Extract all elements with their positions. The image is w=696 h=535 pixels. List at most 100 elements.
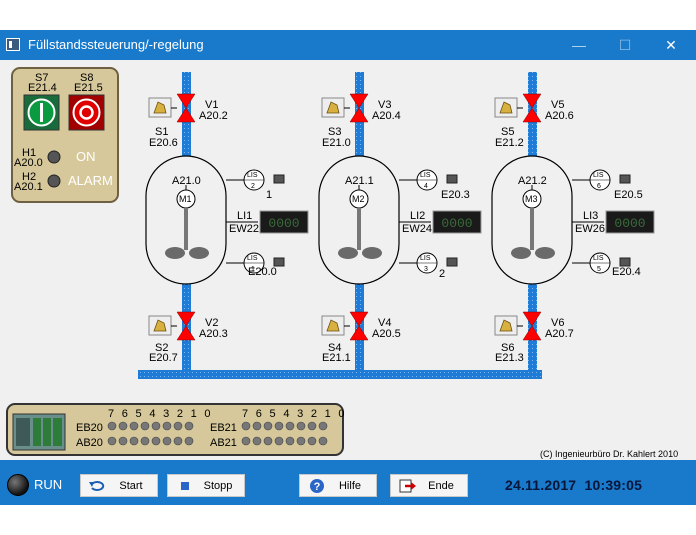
lis-top-text: LIS xyxy=(247,172,258,179)
io-bit-led xyxy=(107,436,117,446)
hand-icon xyxy=(499,319,513,332)
lis-bottom-number: 1 xyxy=(251,266,255,273)
valve-icon[interactable] xyxy=(176,107,196,123)
outlet-valve-label: V6 xyxy=(551,317,565,329)
end-button-label: Ende xyxy=(428,479,454,492)
valve-icon[interactable] xyxy=(522,107,542,123)
top-indicator-address: E20.3 xyxy=(441,189,470,201)
inlet-valve-label: V3 xyxy=(378,99,392,111)
outlet-valve-label: V2 xyxy=(205,317,219,329)
io-bit-led xyxy=(252,436,262,446)
io-bit-led xyxy=(129,421,139,431)
agitator-blade xyxy=(535,247,555,259)
sensor-indicator-led xyxy=(619,257,631,267)
plc-io-module xyxy=(33,418,41,446)
lis-top-text: LIS xyxy=(420,172,431,179)
level-display-value: 0000 xyxy=(268,216,299,231)
date-time-display: 24.11.2017 10:39:05 xyxy=(505,477,642,493)
window-title: Füllstandssteuerung/-regelung xyxy=(28,37,204,52)
agitator-blade xyxy=(362,247,382,259)
io-bit-led xyxy=(151,436,161,446)
lis-bot-text: LIS xyxy=(247,255,258,262)
close-button[interactable]: ✕ xyxy=(665,37,677,53)
level-display xyxy=(432,210,482,234)
lis-top-number: 6 xyxy=(597,183,601,190)
sensor-indicator-led xyxy=(619,174,631,184)
level-display-value: 0000 xyxy=(614,216,645,231)
valve-icon[interactable] xyxy=(176,311,196,327)
title-bar: Füllstandssteuerung/-regelung xyxy=(0,30,696,60)
outlet-switch-address: E20.7 xyxy=(149,352,178,364)
valve-icon[interactable] xyxy=(522,325,542,341)
h1-text: ON xyxy=(76,149,96,164)
collector-pipe xyxy=(138,370,542,379)
sensor-indicator-led xyxy=(273,257,285,267)
end-button[interactable]: Ende xyxy=(390,474,468,497)
io-bit-led xyxy=(173,421,183,431)
io-bit-led xyxy=(274,421,284,431)
inlet-switch-address: E21.0 xyxy=(322,137,351,149)
plc-io-module xyxy=(53,418,62,446)
h1-label: H1 xyxy=(22,147,37,159)
io-bit-led xyxy=(173,436,183,446)
valve-icon[interactable] xyxy=(522,93,542,109)
agitator-shaft xyxy=(530,208,534,250)
lis-bot-text: LIS xyxy=(420,255,431,262)
io-bit-led xyxy=(162,436,172,446)
start-button[interactable]: Start xyxy=(80,474,158,497)
io-bit-led xyxy=(285,421,295,431)
valve-icon[interactable] xyxy=(349,311,369,327)
plc-cpu-module xyxy=(16,418,30,446)
outlet-switch-address: E21.3 xyxy=(495,352,524,364)
inlet-valve-address: A20.4 xyxy=(372,110,401,122)
top-indicator-address: E20.5 xyxy=(614,189,643,201)
io-bit-led xyxy=(296,421,306,431)
minimize-button[interactable]: — xyxy=(572,37,586,53)
io-bit-led xyxy=(184,421,194,431)
lamp-h2 xyxy=(47,174,61,188)
run-label: RUN xyxy=(34,477,63,492)
valve-icon[interactable] xyxy=(349,107,369,123)
io-bit-led xyxy=(252,421,262,431)
help-button-label: Hilfe xyxy=(338,479,361,492)
stop-pushbutton-face xyxy=(72,98,101,127)
valve-icon[interactable] xyxy=(349,93,369,109)
toolbar-separator xyxy=(0,460,696,463)
valve-icon[interactable] xyxy=(522,311,542,327)
motor-address: A21.0 xyxy=(172,175,201,187)
valve-icon[interactable] xyxy=(176,93,196,109)
valve-icon[interactable] xyxy=(176,325,196,341)
valve-icon[interactable] xyxy=(349,325,369,341)
help-icon: ? xyxy=(308,478,325,494)
outlet-valve-label: V4 xyxy=(378,317,392,329)
io-bit-led xyxy=(140,421,150,431)
exit-icon xyxy=(399,478,416,494)
bottom-indicator-address: E20.4 xyxy=(612,266,641,278)
s7-address: E21.4 xyxy=(28,82,57,94)
level-word-address: EW22 xyxy=(229,223,259,235)
help-button[interactable]: ? Hilfe xyxy=(299,474,377,497)
s8-label: S8 xyxy=(80,72,94,84)
io-bit-led xyxy=(118,436,128,446)
stop-button-label: Stopp xyxy=(203,479,233,492)
eb20-label: EB20 xyxy=(76,422,103,434)
hand-icon xyxy=(153,319,167,332)
io-bits-header-right: 7 6 5 4 3 2 1 0 xyxy=(242,408,347,420)
lis-bot-text: LIS xyxy=(593,255,604,262)
app-icon xyxy=(6,38,20,51)
inlet-switch-label: S3 xyxy=(328,126,342,138)
outlet-switch-label: S4 xyxy=(328,342,342,354)
outlet-valve-address: A20.7 xyxy=(545,328,574,340)
level-label: LI1 xyxy=(237,210,253,222)
agitator-blade xyxy=(511,247,531,259)
eb21-label: EB21 xyxy=(210,422,237,434)
io-bit-led xyxy=(151,421,161,431)
stop-button[interactable]: Stopp xyxy=(167,474,245,497)
io-bit-led xyxy=(296,436,306,446)
inlet-switch-label: S5 xyxy=(501,126,515,138)
io-bit-led xyxy=(129,436,139,446)
io-bit-led xyxy=(184,436,194,446)
lamp-h1 xyxy=(47,150,61,164)
hand-icon xyxy=(326,101,340,114)
maximize-button[interactable]: ☐ xyxy=(618,37,632,53)
